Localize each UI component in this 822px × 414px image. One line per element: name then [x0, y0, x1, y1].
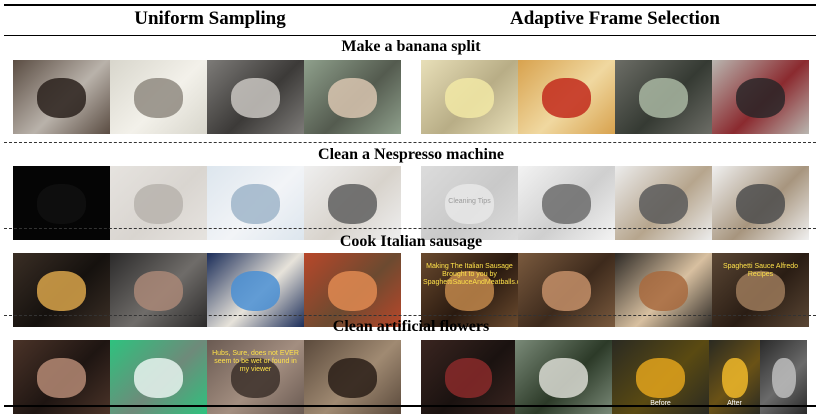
- frame-subject: [328, 184, 377, 224]
- adaptive-frame: [518, 166, 615, 240]
- frame-subject: [37, 184, 86, 224]
- adaptive-frame: [515, 340, 612, 414]
- adaptive-frame: Making The Italian Sausage Brought to yo…: [421, 253, 518, 327]
- uniform-frame: [207, 166, 304, 240]
- frame-subject: [736, 184, 785, 224]
- frame-subject: [445, 184, 494, 224]
- frame-subject: [134, 78, 183, 118]
- frame-subject: [134, 358, 183, 398]
- frame-subject: [134, 271, 183, 311]
- frame-subject: [445, 78, 494, 118]
- adaptive-frame: [421, 60, 518, 134]
- task-title: Make a banana split: [341, 38, 481, 55]
- frame-caption: After: [727, 400, 742, 407]
- adaptive-frame: [712, 60, 809, 134]
- adaptive-frame: [518, 253, 615, 327]
- uniform-frame: [110, 60, 207, 134]
- frame-caption: Cleaning Tips: [448, 198, 491, 205]
- task-title: Clean artificial flowers: [332, 318, 490, 335]
- row-separator: [4, 142, 816, 143]
- adaptive-frame: Cleaning Tips: [421, 166, 518, 240]
- adaptive-frame: Before: [612, 340, 709, 414]
- task-title: Clean a Nespresso machine: [318, 146, 504, 163]
- frame-subject: [328, 78, 377, 118]
- uniform-frame: Hubs, Sure, does not EVER seem to be wet…: [207, 340, 304, 414]
- frame-subject: [445, 358, 492, 398]
- frame-subject: [636, 358, 685, 398]
- adaptive-frame: [615, 166, 712, 240]
- frame-subject: [37, 78, 86, 118]
- header-rule: [4, 35, 816, 36]
- uniform-frame: [304, 166, 401, 240]
- uniform-frame: [304, 340, 401, 414]
- uniform-frame: [13, 253, 110, 327]
- frame-subject: [37, 271, 86, 311]
- frame-subject: [328, 271, 377, 311]
- row-separator: [4, 228, 816, 229]
- frame-subject: [772, 358, 796, 398]
- frame-subject: [445, 271, 494, 311]
- frame-caption: Before: [650, 400, 671, 407]
- adaptive-frame: [712, 166, 809, 240]
- frame-subject: [542, 78, 591, 118]
- task-title: Cook Italian sausage: [339, 233, 483, 250]
- frame-subject: [539, 358, 588, 398]
- frame-subject: [231, 271, 280, 311]
- uniform-frame: [13, 340, 110, 414]
- row-separator: [4, 315, 816, 316]
- frame-subject: [542, 271, 591, 311]
- adaptive-frame: [760, 340, 807, 414]
- frame-subject: [231, 78, 280, 118]
- adaptive-frame: [615, 253, 712, 327]
- frame-subject: [37, 358, 86, 398]
- frame-subject: [542, 184, 591, 224]
- frame-caption: Spaghetti Sauce Alfredo Recipes: [722, 263, 799, 278]
- frame-subject: [639, 184, 688, 224]
- top-rule: [4, 4, 816, 6]
- uniform-frame: [207, 253, 304, 327]
- adaptive-frame: [518, 60, 615, 134]
- adaptive-frame: [421, 340, 515, 414]
- uniform-frame: [13, 60, 110, 134]
- frame-subject: [231, 184, 280, 224]
- frame-subject: [639, 78, 688, 118]
- uniform-frame: [304, 253, 401, 327]
- frame-subject: [231, 358, 280, 398]
- uniform-frame: [207, 60, 304, 134]
- adaptive-frame: [615, 60, 712, 134]
- uniform-frame: [304, 60, 401, 134]
- uniform-frame: [110, 340, 207, 414]
- frame-subject: [328, 358, 377, 398]
- uniform-frame: [13, 166, 110, 240]
- frame-subject: [736, 271, 785, 311]
- uniform-frame: [110, 253, 207, 327]
- frame-caption: Making The Italian Sausage Brought to yo…: [423, 263, 518, 286]
- adaptive-selection-heading: Adaptive Frame Selection: [509, 8, 720, 29]
- adaptive-frame: After: [709, 340, 760, 414]
- adaptive-frame: Spaghetti Sauce Alfredo Recipes: [712, 253, 809, 327]
- uniform-frame: [110, 166, 207, 240]
- frame-subject: [134, 184, 183, 224]
- uniform-sampling-heading: Uniform Sampling: [134, 8, 286, 29]
- frame-subject: [639, 271, 688, 311]
- frame-subject: [736, 78, 785, 118]
- frame-caption: Hubs, Sure, does not EVER seem to be wet…: [212, 350, 299, 373]
- frame-subject: [722, 358, 748, 398]
- bottom-rule: [4, 405, 816, 407]
